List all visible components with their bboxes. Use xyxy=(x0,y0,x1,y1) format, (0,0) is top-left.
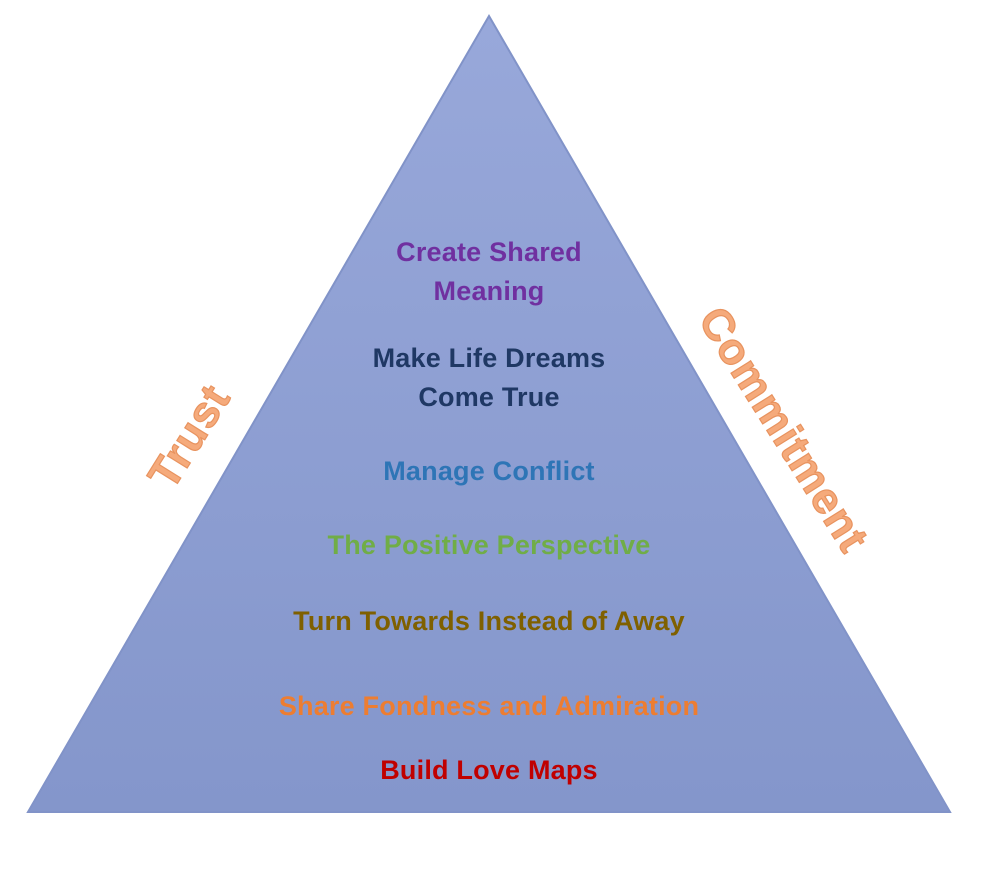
level-text-line: Make Life Dreams xyxy=(372,343,606,373)
level-the-positive-perspective: The Positive Perspective xyxy=(0,526,978,565)
level-create-shared-meaning: Create Shared Meaning xyxy=(0,233,978,311)
level-share-fondness-and-admiration: Share Fondness and Admiration xyxy=(0,687,978,726)
level-text-line: Meaning xyxy=(433,276,545,306)
level-turn-towards-instead-of-away: Turn Towards Instead of Away xyxy=(0,602,978,641)
pyramid-triangle xyxy=(26,14,952,813)
level-text-line: Manage Conflict xyxy=(383,456,595,486)
level-text-line: Share Fondness and Admiration xyxy=(278,691,700,721)
level-text-line: Come True xyxy=(418,382,560,412)
level-text-line: Create Shared xyxy=(396,237,582,267)
level-manage-conflict: Manage Conflict xyxy=(0,452,978,491)
level-build-love-maps: Build Love Maps xyxy=(0,751,978,790)
level-make-life-dreams-come-true: Make Life Dreams Come True xyxy=(0,339,978,417)
level-text-line: Build Love Maps xyxy=(380,755,598,785)
level-text-line: Turn Towards Instead of Away xyxy=(293,606,685,636)
level-text-line: The Positive Perspective xyxy=(327,530,651,560)
